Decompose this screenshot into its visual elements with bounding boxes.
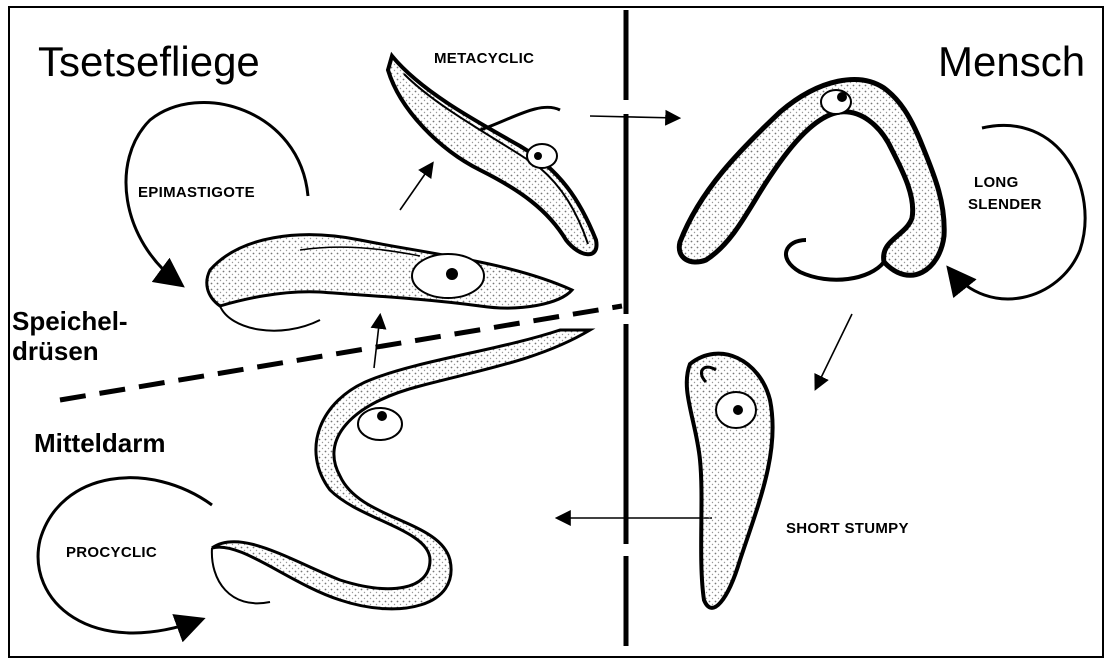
epimastigote-cell [207,235,572,331]
stage-label-long-slender: LONG SLENDER [968,172,1042,216]
arrow-slender-to-stumpy [816,314,852,388]
procyclic-cell [212,330,590,609]
stage-label-metacyclic: METACYCLIC [434,48,534,70]
stage-label-epimastigote: EPIMASTIGOTE [138,182,255,204]
stage-label-long-slender-line2: SLENDER [968,194,1042,216]
location-label-speicheldruesen-line1: Speichel- [12,306,128,336]
region-label-tsetsefliege: Tsetsefliege [38,38,260,86]
location-label-mitteldarm: Mitteldarm [34,428,165,458]
stage-label-procyclic: PROCYCLIC [66,542,157,564]
stage-label-short-stumpy: SHORT STUMPY [786,518,909,540]
region-label-mensch: Mensch [938,38,1085,86]
metacyclic-cell [388,56,597,254]
arrow-procyclic-to-epi [374,316,380,368]
location-label-speicheldruesen: Speichel- drüsen [12,306,128,366]
arrow-epi-to-metacyclic [400,164,432,210]
short-stumpy-cell [687,354,773,608]
long-slender-cell [679,80,944,280]
location-label-speicheldruesen-line2: drüsen [12,336,128,366]
stage-label-long-slender-line1: LONG [968,172,1042,194]
arrow-metacyclic-to-human [590,116,678,118]
